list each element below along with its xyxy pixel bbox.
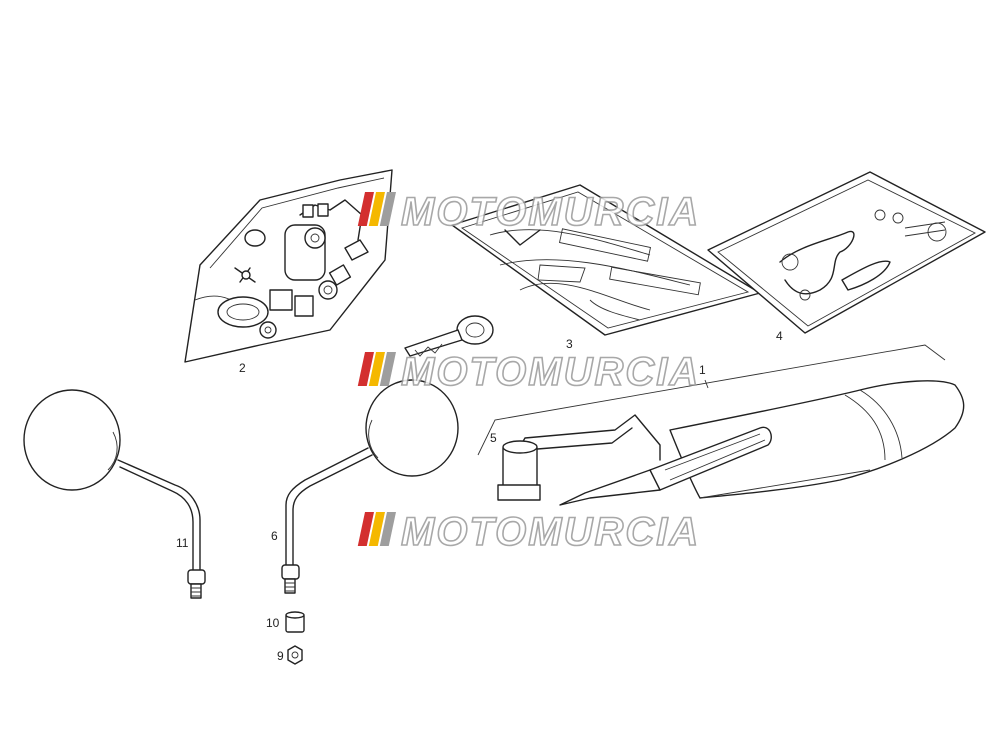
watermark-text: MOTOMURCIA <box>401 190 700 234</box>
watermark-bottom: MOTOMURCIA <box>357 509 700 555</box>
watermark-text: MOTOMURCIA <box>401 510 700 554</box>
callout-1: 1 <box>699 363 706 377</box>
left-mirror <box>23 389 206 599</box>
lock-bolt-icon <box>244 229 266 247</box>
watermark-middle: MOTOMURCIA <box>357 349 700 395</box>
watermark-stripe-red <box>357 192 374 226</box>
watermark-stripe-gray <box>379 192 396 226</box>
right-mirror <box>281 379 459 594</box>
callout-10: 10 <box>266 616 280 630</box>
callout-11: 11 <box>176 536 189 550</box>
callout-4: 4 <box>776 329 783 343</box>
spacer-icon <box>285 611 305 633</box>
callout-3: 3 <box>566 337 573 351</box>
instruction-sheet <box>707 171 986 334</box>
tool-kit <box>497 380 965 506</box>
callout-2: 2 <box>239 361 246 375</box>
watermark-text: MOTOMURCIA <box>401 350 700 394</box>
leader-line-1 <box>477 344 946 456</box>
lock-set-bag <box>184 169 393 363</box>
lock-cylinder-icon <box>269 289 293 311</box>
callout-6: 6 <box>271 529 278 543</box>
watermark-top: MOTOMURCIA <box>357 189 700 235</box>
callout-9: 9 <box>277 649 284 663</box>
nut-icon <box>287 645 303 665</box>
callout-5: 5 <box>490 431 497 445</box>
watermark-stripe-yellow <box>368 192 385 226</box>
tool-bag-icon <box>669 380 965 499</box>
gasket-icon <box>217 296 269 328</box>
key-icon <box>404 315 494 357</box>
screwdriver-icon <box>649 426 772 491</box>
